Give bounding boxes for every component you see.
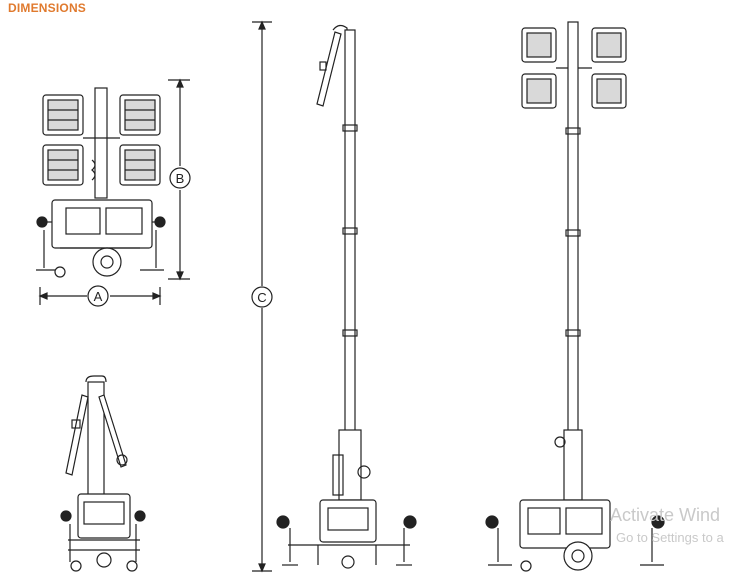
lamp-head-bottom-left [42,144,84,186]
lamp-head-top-right [119,94,161,136]
wheel [92,247,122,277]
side-view-extended-mast [276,24,417,569]
lamp-head-bottom-right [119,144,161,186]
lamp-head-top-left [42,94,84,136]
dimension-c: C [251,20,273,573]
front-view-extended-mast [485,21,665,572]
dimension-b-label: B [176,171,185,186]
dimension-c-label: C [257,290,266,305]
dimension-a-label: A [94,289,103,304]
dimension-a-callout [87,285,109,307]
trailer-body [51,199,153,249]
front-view-light-tower [36,87,166,278]
windows-activation-watermark: Activate Wind [610,505,721,525]
page-heading: DIMENSIONS [8,1,87,15]
mast [94,87,108,199]
outrigger-foot [154,216,166,228]
windows-activation-watermark-subtext: Go to Settings to a [616,530,724,545]
dimension-b: B [168,78,191,281]
transport-view-light-tower [60,375,146,572]
outrigger-foot [36,216,48,228]
dimension-c-callout [251,286,273,308]
wheel [563,541,593,571]
dimension-b-callout [169,167,191,189]
dimension-a: A [38,285,162,307]
